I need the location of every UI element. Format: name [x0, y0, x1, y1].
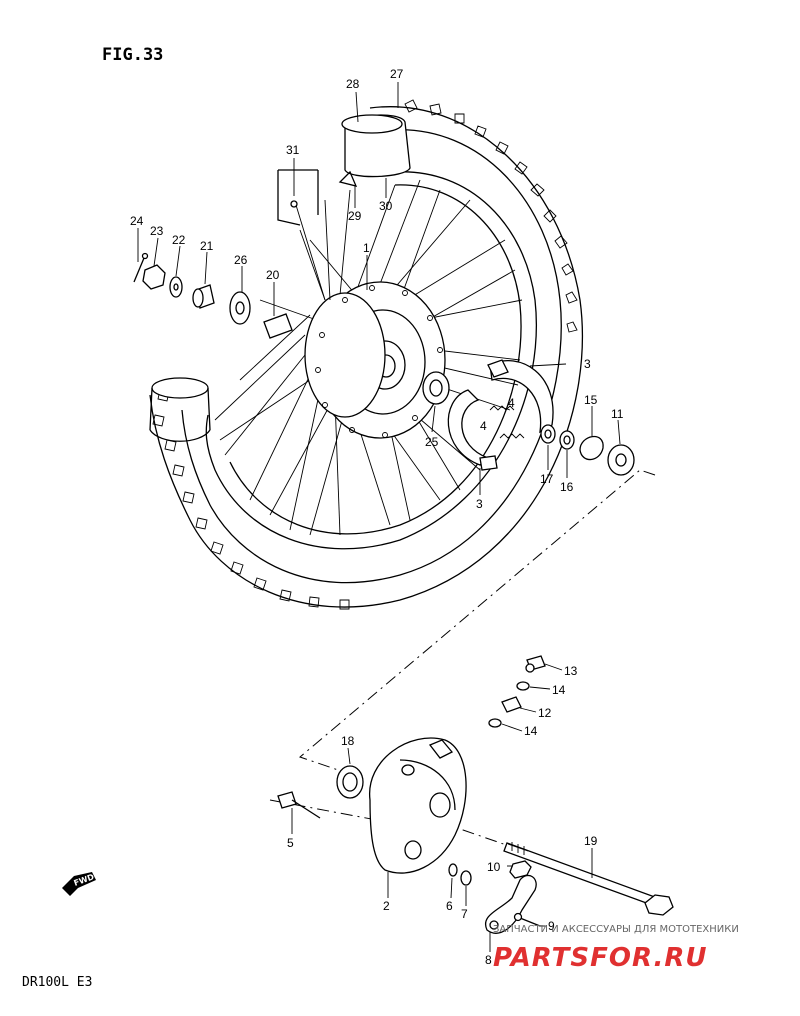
- spoke-set-31: [277, 169, 331, 301]
- figure-title: FIG.33: [102, 45, 163, 65]
- callout-9: 9: [548, 919, 555, 933]
- callout-23: 23: [150, 224, 164, 238]
- callout-29: 29: [348, 209, 362, 223]
- gear-11: [607, 444, 635, 476]
- retainer-15: [579, 435, 604, 461]
- tire-section: [149, 377, 211, 442]
- callout-12: 12: [538, 706, 552, 720]
- callout-5: 5: [287, 836, 294, 850]
- callout-25: 25: [425, 435, 439, 449]
- assembly-line: [299, 469, 656, 773]
- seal-18: [336, 765, 364, 799]
- washer-16: [559, 430, 575, 450]
- callout-31: 31: [286, 143, 300, 157]
- callout-4a: 4: [508, 396, 515, 410]
- callout-27: 27: [390, 67, 404, 81]
- callout-labels: 28 27 31 29 30 1 24 23 22 21 26 20 3 4 4…: [130, 67, 624, 967]
- callout-1: 1: [363, 241, 370, 255]
- callout-28: 28: [346, 77, 360, 91]
- seal-17: [540, 424, 556, 444]
- callout-21: 21: [200, 239, 214, 253]
- callout-17: 17: [540, 472, 554, 486]
- axle-19: [503, 842, 674, 916]
- watermark-tagline: ЗАПЧАСТИ И АКСЕССУАРЫ ДЛЯ МОТОТЕХНИКИ: [493, 924, 739, 935]
- fwd-label: FWD: [73, 872, 96, 888]
- callout-4b: 4: [480, 419, 487, 433]
- callout-14b: 14: [524, 724, 538, 738]
- adjuster-13: [525, 655, 546, 673]
- callout-26: 26: [234, 253, 248, 267]
- fwd-arrow-icon: FWD: [62, 872, 96, 896]
- bearing-25: [422, 371, 450, 405]
- callout-2: 2: [383, 899, 390, 913]
- nut-12: [501, 696, 522, 713]
- callout-16: 16: [560, 480, 574, 494]
- cotter-pin-24: [133, 252, 149, 283]
- watermark: ЗАПЧАСТИ И АКСЕССУАРЫ ДЛЯ МОТОТЕХНИКИ PA…: [493, 924, 739, 973]
- pin-5: [277, 791, 321, 819]
- model-code: DR100L E3: [22, 975, 92, 990]
- washer-22: [169, 276, 183, 298]
- callout-14a: 14: [552, 683, 566, 697]
- tire: [149, 99, 584, 610]
- callout-13: 13: [564, 664, 578, 678]
- spacer-20: [263, 313, 293, 339]
- callout-6: 6: [446, 899, 453, 913]
- callout-3a: 3: [584, 357, 591, 371]
- callout-3b: 3: [476, 497, 483, 511]
- rim: [205, 171, 537, 550]
- spacer-21: [192, 284, 215, 309]
- washer-14a: [516, 681, 530, 691]
- washer-14b: [488, 718, 502, 728]
- callout-24: 24: [130, 214, 144, 228]
- callout-15: 15: [584, 393, 598, 407]
- callout-8: 8: [485, 953, 492, 967]
- callout-22: 22: [172, 233, 186, 247]
- washer-7: [460, 870, 472, 886]
- callout-20: 20: [266, 268, 280, 282]
- leader-lines: [137, 82, 621, 952]
- brake-panel: [369, 737, 467, 874]
- callout-7: 7: [461, 907, 468, 921]
- callout-19: 19: [584, 834, 598, 848]
- brake-shoes: [447, 359, 554, 471]
- bearing-26: [229, 291, 251, 325]
- nut-23: [142, 264, 166, 290]
- callout-18: 18: [341, 734, 355, 748]
- callout-10: 10: [487, 860, 501, 874]
- inner-tube: [338, 114, 411, 187]
- callout-30: 30: [379, 199, 393, 213]
- watermark-brand: PARTSFOR.RU: [493, 943, 707, 973]
- wheel-hub: [304, 281, 446, 439]
- callout-11: 11: [611, 407, 624, 421]
- cam-lever-8: [484, 874, 537, 934]
- brake-springs: [489, 405, 525, 439]
- bolt-9: [513, 912, 541, 927]
- washer-6: [448, 863, 458, 877]
